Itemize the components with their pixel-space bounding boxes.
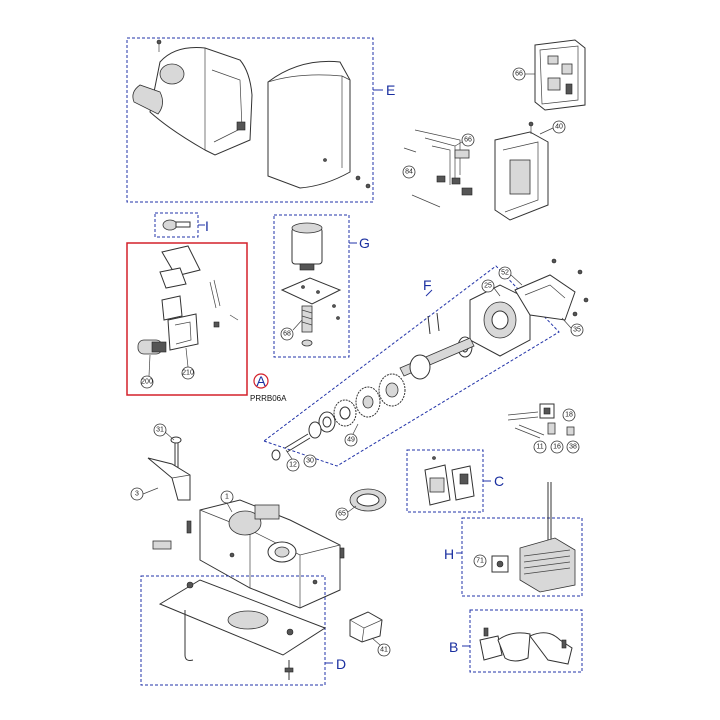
callout-66-board: 66 <box>512 67 526 81</box>
callout-49: 49 <box>344 433 358 447</box>
svg-text:66: 66 <box>464 137 472 144</box>
control-board <box>534 39 586 111</box>
terminal-cover <box>349 611 383 643</box>
svg-text:40: 40 <box>555 124 563 131</box>
svg-text:210: 210 <box>182 370 194 377</box>
callout-1: 1 <box>220 490 234 504</box>
callout-35: 35 <box>570 323 584 337</box>
release-lever <box>147 436 191 501</box>
svg-text:38: 38 <box>569 444 577 451</box>
group-label-i: I <box>205 218 209 234</box>
wrench-key-icon <box>162 219 191 231</box>
svg-text:71: 71 <box>476 558 484 565</box>
group-label-h: H <box>444 546 454 562</box>
callout-65: 65 <box>335 507 349 521</box>
callout-38: 38 <box>566 440 580 454</box>
svg-text:31: 31 <box>156 427 164 434</box>
group-label-g: G <box>359 235 370 251</box>
limit-switch-parts <box>507 403 575 439</box>
leader-lines <box>142 73 572 646</box>
callout-66-wiring: 66 <box>461 133 475 147</box>
callout-210: 210 <box>181 366 195 380</box>
wiring-harness <box>403 129 473 208</box>
callout-3: 3 <box>130 487 144 501</box>
svg-text:49: 49 <box>347 437 355 444</box>
lock-cylinder <box>137 339 167 355</box>
seal-ring <box>349 488 387 512</box>
callout-68: 68 <box>280 327 294 341</box>
group-label-d: D <box>336 656 346 672</box>
group-a-marker: A PRRB06A <box>250 373 287 403</box>
group-h: H <box>444 482 583 597</box>
svg-text:65: 65 <box>338 511 346 518</box>
group-g: G <box>273 214 370 358</box>
callout-18: 18 <box>562 408 576 422</box>
svg-text:1: 1 <box>225 494 229 501</box>
callout-25: 25 <box>481 279 495 293</box>
callout-200: 200 <box>140 375 154 389</box>
svg-text:16: 16 <box>553 444 561 451</box>
side-cover <box>132 39 253 156</box>
callout-12: 12 <box>286 458 300 472</box>
callout-41: 41 <box>377 643 391 657</box>
group-f: F <box>262 258 589 467</box>
callout-52: 52 <box>498 266 512 280</box>
svg-text:41: 41 <box>380 647 388 654</box>
group-label-a: A <box>256 373 266 389</box>
group-i: I <box>154 212 209 238</box>
callout-31: 31 <box>153 423 167 437</box>
svg-text:11: 11 <box>536 444 543 451</box>
svg-text:84: 84 <box>405 169 413 176</box>
main-housing <box>152 499 345 609</box>
callout-30: 30 <box>303 454 317 468</box>
group-label-b: B <box>449 639 458 655</box>
svg-text:25: 25 <box>484 283 492 290</box>
top-cover <box>267 60 371 189</box>
svg-text:18: 18 <box>565 412 573 419</box>
group-d: D <box>140 575 346 686</box>
control-box-housing <box>494 121 549 221</box>
group-e: E <box>126 37 395 203</box>
svg-text:3: 3 <box>135 491 139 498</box>
callout-16: 16 <box>550 440 564 454</box>
callout-11: 11 <box>533 440 547 454</box>
svg-text:52: 52 <box>501 270 509 277</box>
gear-icon <box>378 373 406 407</box>
svg-text:68: 68 <box>283 331 291 338</box>
group-c: C <box>406 449 504 513</box>
group-b: B <box>449 609 583 673</box>
callout-84: 84 <box>402 165 416 179</box>
group-label-c: C <box>494 473 504 489</box>
svg-text:12: 12 <box>289 462 297 469</box>
motor-icon <box>291 222 323 271</box>
group-label-f: F <box>423 277 432 293</box>
callout-71: 71 <box>473 554 487 568</box>
group-a <box>126 242 248 396</box>
reference-code: PRRB06A <box>250 394 287 403</box>
group-label-e: E <box>386 82 395 98</box>
callout-40: 40 <box>552 120 566 134</box>
svg-text:30: 30 <box>306 458 314 465</box>
svg-text:200: 200 <box>141 379 153 386</box>
svg-text:66: 66 <box>515 71 523 78</box>
svg-text:35: 35 <box>573 327 581 334</box>
